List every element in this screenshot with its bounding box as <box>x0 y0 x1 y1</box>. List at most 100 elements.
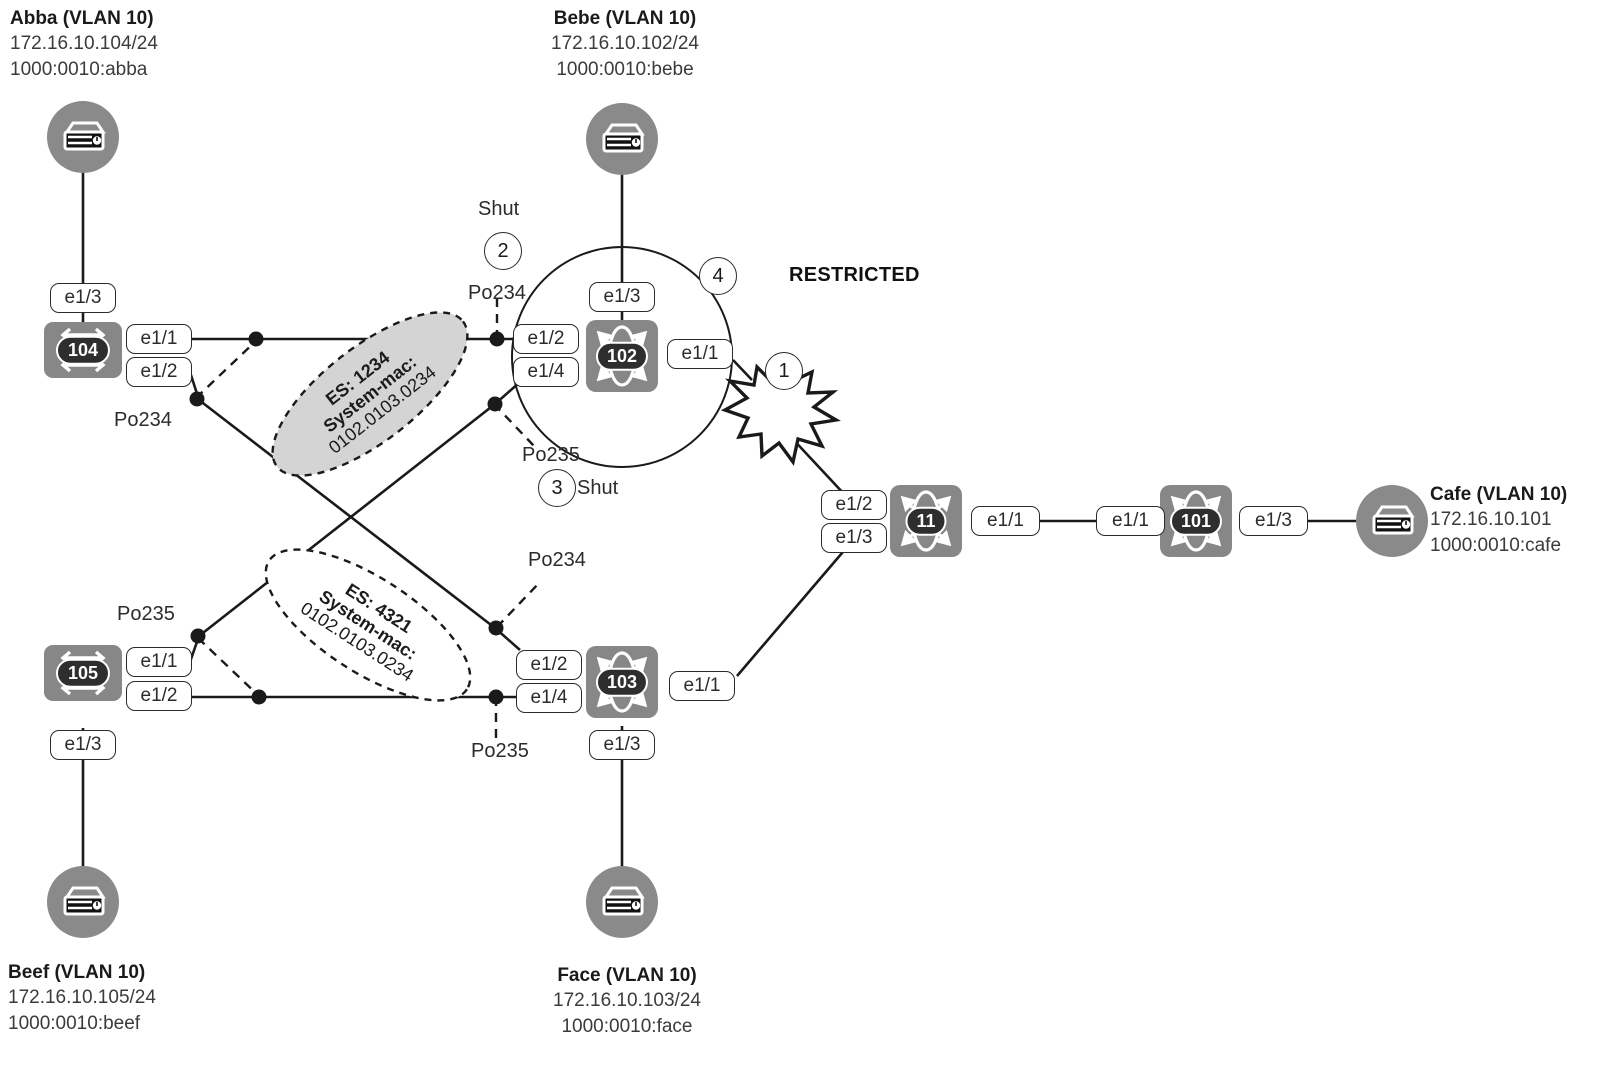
host-name: Abba (VLAN 10) <box>10 8 154 29</box>
device-label: 102 <box>595 341 649 371</box>
device-router-101[interactable]: 101 <box>1160 485 1232 557</box>
host-label-cafe: Cafe (VLAN 10) 172.16.10.101 1000:0010:c… <box>1430 482 1600 558</box>
port-label: e1/3 <box>835 527 873 548</box>
portchannel-label-rt102-po235: Po235 <box>522 444 580 466</box>
host-mac: 1000:0010:beef <box>8 1012 141 1034</box>
port-label: e1/2 <box>530 654 568 675</box>
port-label: e1/3 <box>1255 510 1292 531</box>
host-icon-abba[interactable] <box>47 101 119 173</box>
device-router-102[interactable]: 102 <box>586 320 658 392</box>
port-label: e1/2 <box>140 361 178 382</box>
port-label: e1/2 <box>835 494 873 515</box>
device-label: 11 <box>905 506 947 536</box>
port-rt103-e11[interactable]: e1/1 <box>669 671 735 701</box>
port-rt102-e14[interactable]: e1/4 <box>513 357 579 387</box>
port-label: e1/2 <box>527 328 565 349</box>
es-id: ES: 4321 <box>342 579 416 637</box>
portchannel-label-sw104: Po234 <box>114 409 172 431</box>
port-label: e1/4 <box>530 687 568 708</box>
restricted-note: RESTRICTED <box>789 264 920 286</box>
port-label: e1/2 <box>140 685 178 706</box>
callout-number: 1 <box>778 359 790 382</box>
host-icon-beef[interactable] <box>47 866 119 938</box>
port-label: e1/1 <box>140 328 178 349</box>
port-beef-e13[interactable]: e1/3 <box>50 730 116 760</box>
host-name: Beef (VLAN 10) <box>8 962 146 983</box>
host-icon-bebe[interactable] <box>586 103 658 175</box>
host-mac: 1000:0010:bebe <box>556 58 694 80</box>
server-icon <box>602 123 645 153</box>
host-label-bebe: Bebe (VLAN 10) 172.16.10.102/24 1000:001… <box>510 6 740 82</box>
port-label: e1/1 <box>681 343 719 364</box>
portchannel-label-rt103-po235: Po235 <box>471 740 529 762</box>
port-label: e1/4 <box>527 361 565 382</box>
host-mac: 1000:0010:abba <box>10 58 148 80</box>
port-rt102-e11[interactable]: e1/1 <box>667 339 733 369</box>
port-rt11-e12[interactable]: e1/2 <box>821 490 887 520</box>
es-systemmac-label: System-mac: <box>315 586 421 664</box>
port-label: e1/1 <box>987 510 1024 531</box>
port-label: e1/3 <box>64 287 102 308</box>
host-name: Cafe (VLAN 10) <box>1430 484 1568 505</box>
callout-number: 3 <box>551 476 563 499</box>
host-ip: 172.16.10.105/24 <box>8 987 156 1009</box>
port-rt103-e13[interactable]: e1/3 <box>589 730 655 760</box>
port-label: e1/3 <box>603 286 641 307</box>
port-abba-e13[interactable]: e1/3 <box>50 283 116 313</box>
port-rt102-e12[interactable]: e1/2 <box>513 324 579 354</box>
server-icon <box>63 886 106 916</box>
port-label: e1/1 <box>1112 510 1149 531</box>
callout-number: 2 <box>497 239 509 262</box>
server-icon <box>63 121 106 151</box>
port-rt101-e13[interactable]: e1/3 <box>1239 506 1308 536</box>
device-switch-105[interactable]: 105 <box>44 645 122 701</box>
port-rt102-e13[interactable]: e1/3 <box>589 282 655 312</box>
port-rt103-e14[interactable]: e1/4 <box>516 683 582 713</box>
port-rt101-e11[interactable]: e1/1 <box>1096 506 1165 536</box>
host-label-abba: Abba (VLAN 10) 172.16.10.104/24 1000:001… <box>10 6 290 82</box>
host-label-face: Face (VLAN 10) 172.16.10.103/24 1000:001… <box>512 963 742 1039</box>
server-icon <box>602 886 645 916</box>
es-systemmac-label: System-mac: <box>319 351 421 437</box>
callout-4: 4 <box>699 257 737 295</box>
device-switch-104[interactable]: 104 <box>44 322 122 378</box>
device-router-103[interactable]: 103 <box>586 646 658 718</box>
host-icon-face[interactable] <box>586 866 658 938</box>
host-label-beef: Beef (VLAN 10) 172.16.10.105/24 1000:001… <box>8 960 288 1036</box>
host-ip: 172.16.10.103/24 <box>553 990 701 1012</box>
host-mac: 1000:0010:face <box>561 1015 693 1037</box>
port-rt11-e11[interactable]: e1/1 <box>971 506 1040 536</box>
callout-2: 2 <box>484 232 522 270</box>
host-ip: 172.16.10.102/24 <box>551 33 699 55</box>
host-ip: 172.16.10.104/24 <box>10 33 158 55</box>
server-icon <box>1372 505 1415 535</box>
port-rt103-e12[interactable]: e1/2 <box>516 650 582 680</box>
annotation-shut-bottom: Shut <box>577 477 619 499</box>
port-sw104-e12[interactable]: e1/2 <box>126 357 192 387</box>
host-icon-cafe[interactable] <box>1356 485 1428 557</box>
device-router-11[interactable]: 11 <box>890 485 962 557</box>
device-label: 103 <box>595 667 649 697</box>
port-label: e1/3 <box>64 734 102 755</box>
port-sw105-e11[interactable]: e1/1 <box>126 647 192 677</box>
callout-1: 1 <box>765 352 803 390</box>
callout-number: 4 <box>712 264 724 287</box>
portchannel-label-sw105: Po235 <box>117 603 175 625</box>
callout-3: 3 <box>538 469 576 507</box>
host-ip: 172.16.10.101 <box>1430 509 1552 531</box>
port-sw105-e12[interactable]: e1/2 <box>126 681 192 711</box>
port-sw104-e11[interactable]: e1/1 <box>126 324 192 354</box>
port-label: e1/1 <box>140 651 178 672</box>
port-label: e1/3 <box>603 734 641 755</box>
host-mac: 1000:0010:cafe <box>1430 534 1562 556</box>
annotation-shut-top: Shut <box>478 198 520 220</box>
port-label: e1/1 <box>683 675 721 696</box>
device-label: 105 <box>55 658 111 688</box>
host-name: Bebe (VLAN 10) <box>553 8 697 29</box>
portchannel-label-rt102-po234: Po234 <box>468 282 526 304</box>
portchannel-label-rt103-po234: Po234 <box>528 549 586 571</box>
host-name: Face (VLAN 10) <box>557 965 697 986</box>
port-rt11-e13[interactable]: e1/3 <box>821 523 887 553</box>
